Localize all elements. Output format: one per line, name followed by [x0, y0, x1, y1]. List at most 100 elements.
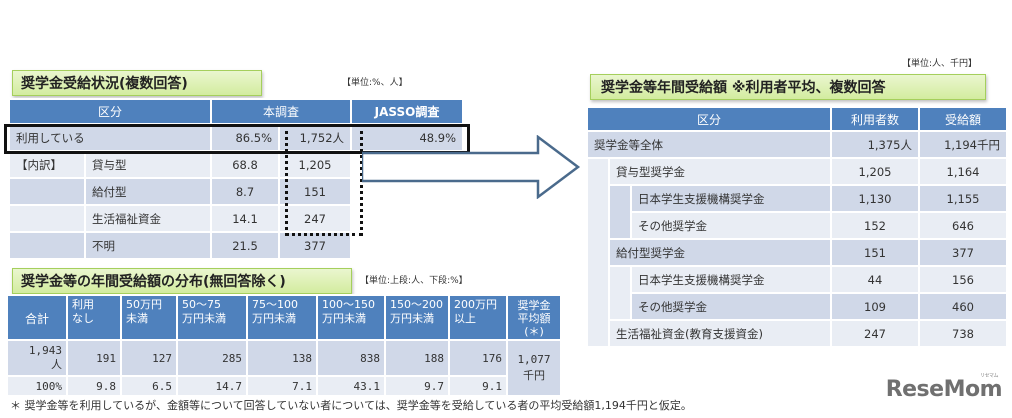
table-row: 日本学生支援機構奨学金 44 156 [587, 265, 1008, 321]
dist-percent-total: 100% [6, 375, 68, 397]
annual-row-users: 109 [830, 292, 920, 321]
dist-header-text: 奨学金 平均額 (＊) [517, 299, 551, 338]
table-row: 給付型奨学金 151 377 [587, 238, 1008, 267]
annual-row-label: 日本学生支援機構奨学金 [630, 265, 832, 294]
dist-percent: 6.5 [120, 375, 178, 397]
annual-row-users: 152 [830, 211, 920, 240]
dist-percent: 43.1 [316, 375, 386, 397]
annual-row-label: その他奨学金 [630, 211, 832, 240]
empty-cell [8, 177, 86, 206]
dist-count: 191 [66, 339, 122, 377]
breakdown-item-count: 151 [278, 177, 353, 206]
dist-header-text: 200万円 以上 [454, 298, 497, 325]
breakdown-item-percent: 21.5 [210, 231, 281, 260]
annual-row-amount: 377 [918, 238, 1008, 267]
empty-cell [350, 204, 465, 233]
using-jasso: 48.9% [350, 123, 465, 152]
dist-count-total: 1,943 人 [6, 339, 68, 377]
dist-count: 285 [176, 339, 248, 377]
annual-row-amount: 1,155 [918, 184, 1008, 213]
table-row: 日本学生支援機構奨学金 1,130 1,155 [587, 184, 1008, 240]
dist-header-text: 150〜200 万円未満 [390, 298, 443, 325]
dist-count: 176 [448, 339, 508, 377]
annual-row-users: 247 [830, 319, 920, 348]
breakdown-item-percent: 68.8 [210, 150, 281, 179]
annual-title-text: 奨学金等年間受給額 ※利用者平均、複数回答 [601, 80, 886, 96]
empty-cell [8, 204, 86, 233]
resemom-logo: ReseMom リセマム [885, 373, 1003, 402]
dist-header: 合計 [6, 294, 68, 341]
dist-header-text: 100〜150 万円未満 [322, 298, 375, 325]
indent-cell [608, 184, 632, 240]
breakdown-label: 【内訳】 [8, 150, 86, 179]
annual-section-title: 奨学金等年間受給額 ※利用者平均、複数回答 [590, 74, 986, 100]
using-row-highlight [4, 124, 470, 154]
count-dotted-highlight [285, 124, 363, 236]
footnote: ＊ 奨学金等を利用しているが、金額等について回答していない者については、奨学金等… [10, 399, 692, 412]
annual-row-label: 日本学生支援機構奨学金 [630, 184, 832, 213]
dist-percent: 7.1 [246, 375, 318, 397]
annual-row-amount: 646 [918, 211, 1008, 240]
annual-row-amount: 1,164 [918, 157, 1008, 186]
annual-row-users: 1,130 [830, 184, 920, 213]
header-survey: 本調査 [210, 98, 353, 125]
logo-text: ReseMom [885, 377, 1003, 402]
breakdown-item-label: 給付型 [83, 177, 213, 206]
dist-count: 838 [316, 339, 386, 377]
dist-header: 100〜150 万円未満 [316, 294, 386, 341]
annual-row-label: その他奨学金 [630, 292, 832, 321]
header-category: 区分 [586, 106, 832, 132]
dist-percent: 9.8 [66, 375, 122, 397]
breakdown-item-percent: 14.1 [210, 204, 281, 233]
using-count: 1,752人 [278, 123, 353, 152]
dist-count: 127 [120, 339, 178, 377]
dist-header: 奨学金 平均額 (＊) [506, 294, 562, 341]
dist-count: 138 [246, 339, 318, 377]
annual-amount-table: 区分 利用者数 受給額 奨学金等全体 1,375人 1,194千円 貸与型奨学金… [586, 106, 1008, 348]
table-row: 奨学金等全体 1,375人 1,194千円 [586, 130, 1008, 159]
dist-header: 50万円 未満 [120, 294, 178, 341]
table-row: 生活福祉資金 14.1 247 [8, 204, 465, 233]
scholarship-status-table: 区分 本調査 JASSO調査 利用している 86.5% 1,752人 48.9%… [7, 98, 465, 260]
dist-header: 150〜200 万円未満 [384, 294, 450, 341]
breakdown-item-percent: 8.7 [210, 177, 281, 206]
table-row: その他奨学金 152 646 [587, 211, 1008, 240]
indent-cell [608, 265, 632, 321]
dist-header: 200万円 以上 [448, 294, 508, 341]
table-row: 100% 9.8 6.5 14.7 7.1 43.1 9.7 9.1 [6, 375, 561, 397]
annual-row-label: 給付型奨学金 [608, 238, 832, 267]
dist-percent: 9.7 [384, 375, 450, 397]
table-row: 貸与型奨学金 1,205 1,164 [586, 157, 1008, 348]
header-jasso: JASSO調査 [350, 98, 465, 125]
breakdown-item-count: 377 [278, 231, 353, 260]
dist-header: 75〜100 万円未満 [246, 294, 318, 341]
status-unit-label: 【単位:%、人】 [342, 78, 408, 88]
table-row: 1,943 人 191 127 285 138 838 188 176 1,07… [6, 339, 562, 397]
distribution-unit-label: 【単位:上段:人、下段:%】 [360, 276, 468, 286]
annual-row-amount: 156 [918, 265, 1008, 294]
header-users: 利用者数 [830, 106, 920, 132]
dist-header: 50〜75 万円未満 [176, 294, 248, 341]
annual-row-users: 151 [830, 238, 920, 267]
annual-row-users: 1,375人 [830, 130, 920, 159]
dist-average: 1,077 千円 [506, 339, 562, 397]
distribution-title-text: 奨学金等の年間受給額の分布(無回答除く) [21, 274, 286, 290]
dist-count: 188 [384, 339, 450, 377]
dist-header-text: 50万円 未満 [126, 298, 162, 325]
table-row: 不明 21.5 377 [8, 231, 465, 260]
table-row: その他奨学金 109 460 [587, 292, 1008, 321]
status-section-title: 奨学金受給状況(複数回答) [12, 70, 262, 96]
table-row: 給付型 8.7 151 [8, 177, 465, 206]
dist-header-text: 75〜100 万円未満 [252, 298, 298, 325]
annual-row-amount: 738 [918, 319, 1008, 348]
annual-unit-label: 【単位:人、千円】 [902, 59, 978, 69]
dist-percent: 9.1 [448, 375, 508, 397]
logo-ruby: リセマム [979, 373, 999, 379]
dist-percent: 14.7 [176, 375, 248, 397]
dist-header-text: 50〜75 万円未満 [182, 298, 226, 325]
dist-header: 利用 なし [66, 294, 122, 341]
table-row: 生活福祉資金(教育支援資金) 247 738 [587, 319, 1008, 348]
breakdown-item-label: 貸与型 [83, 150, 213, 179]
breakdown-item-count: 247 [278, 204, 353, 233]
dist-header-text: 利用 なし [72, 298, 94, 325]
